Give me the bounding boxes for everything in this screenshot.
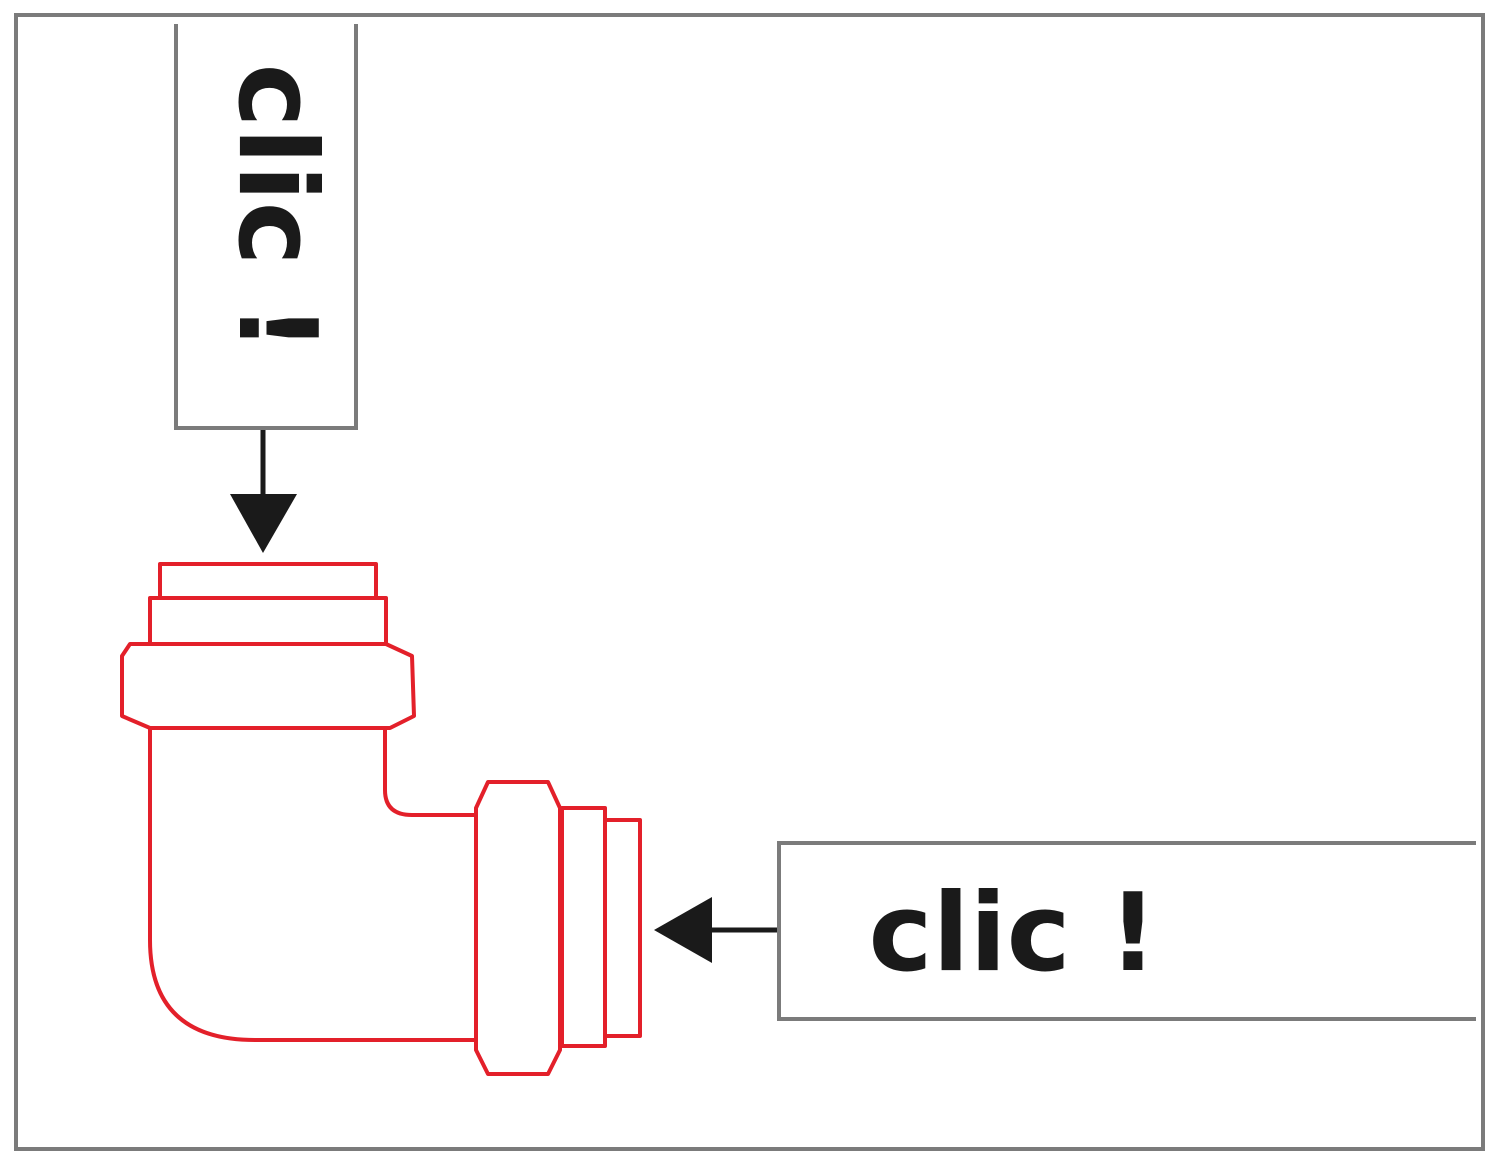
elbow-fitting-icon [120,562,642,1076]
side-collet-ring [560,806,607,1048]
elbow-body [148,726,480,1042]
side-nut [474,780,562,1076]
arrow-left-head [654,897,712,963]
side-tube: clic ! [777,841,1476,1021]
arrow-down-icon [230,430,297,553]
top-tube-outline [174,24,358,430]
top-tube-label: clic ! [214,64,339,353]
top-nut [120,642,416,730]
side-tube-label: clic ! [869,871,1158,996]
arrow-left-icon [654,897,777,963]
side-collet [603,818,642,1038]
top-tube: clic ! [174,24,358,430]
side-tube-outline [777,841,1476,1021]
top-collet [158,562,378,602]
top-collet-ring [148,596,388,646]
arrow-down-head [230,494,297,553]
